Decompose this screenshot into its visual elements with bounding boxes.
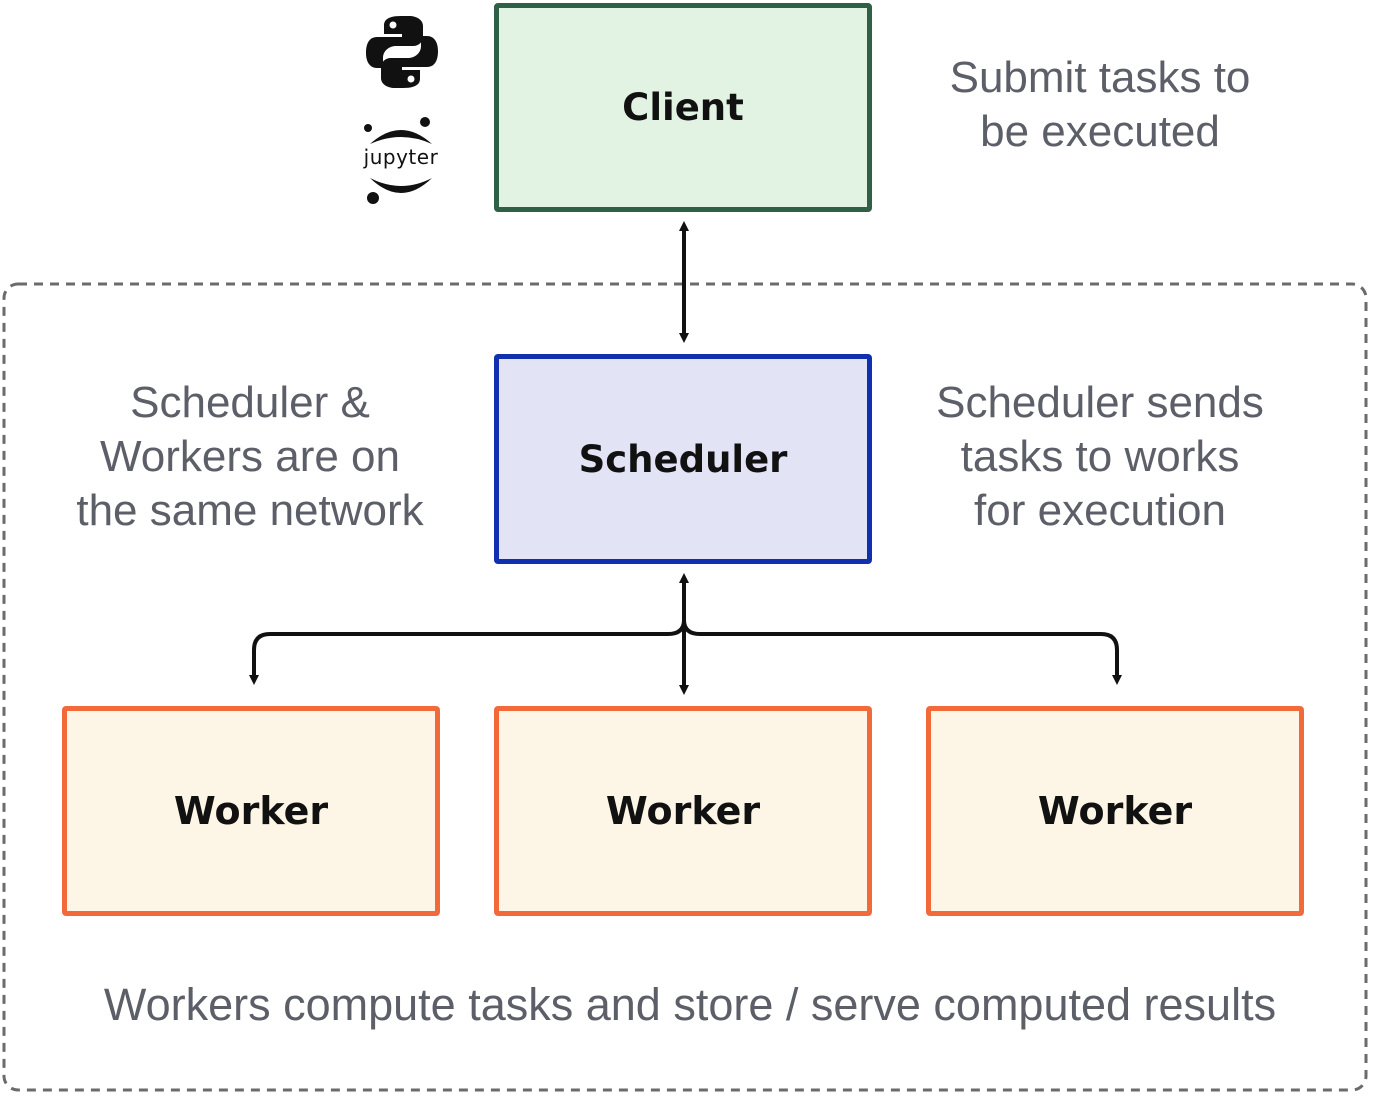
scheduler-sends-note: Scheduler sends tasks to works for execu… — [900, 376, 1300, 538]
network-note-line: Scheduler & — [130, 378, 370, 427]
client-note: Submit tasks to be executed — [900, 51, 1300, 159]
worker-node-3: Worker — [926, 706, 1304, 916]
scheduler-sends-note-line: for execution — [974, 486, 1226, 535]
network-note-line: Workers are on — [100, 432, 400, 481]
worker-label: Worker — [173, 789, 329, 833]
network-note: Scheduler & Workers are on the same netw… — [40, 376, 460, 538]
network-note-line: the same network — [76, 486, 424, 535]
python-icon — [366, 16, 438, 88]
scheduler-sends-note-line: tasks to works — [960, 432, 1240, 481]
jupyter-icon — [364, 117, 432, 204]
jupyter-logo-text: jupyter — [363, 145, 439, 169]
client-label: Client — [622, 86, 744, 129]
scheduler-sends-note-line: Scheduler sends — [936, 378, 1264, 427]
cluster-boundary — [2, 282, 1368, 1092]
client-node: Client — [494, 3, 872, 212]
client-note-line: be executed — [980, 107, 1220, 156]
scheduler-label: Scheduler — [578, 437, 788, 481]
worker-node-2: Worker — [494, 706, 872, 916]
worker-node-1: Worker — [62, 706, 440, 916]
workers-note: Workers compute tasks and store / serve … — [103, 979, 1277, 1030]
scheduler-worker-right-connector — [682, 619, 1122, 685]
scheduler-worker-left-connector — [249, 619, 686, 685]
worker-label: Worker — [1037, 789, 1193, 833]
worker-label: Worker — [605, 789, 761, 833]
client-note-line: Submit tasks to — [949, 53, 1251, 102]
scheduler-node: Scheduler — [494, 354, 872, 564]
